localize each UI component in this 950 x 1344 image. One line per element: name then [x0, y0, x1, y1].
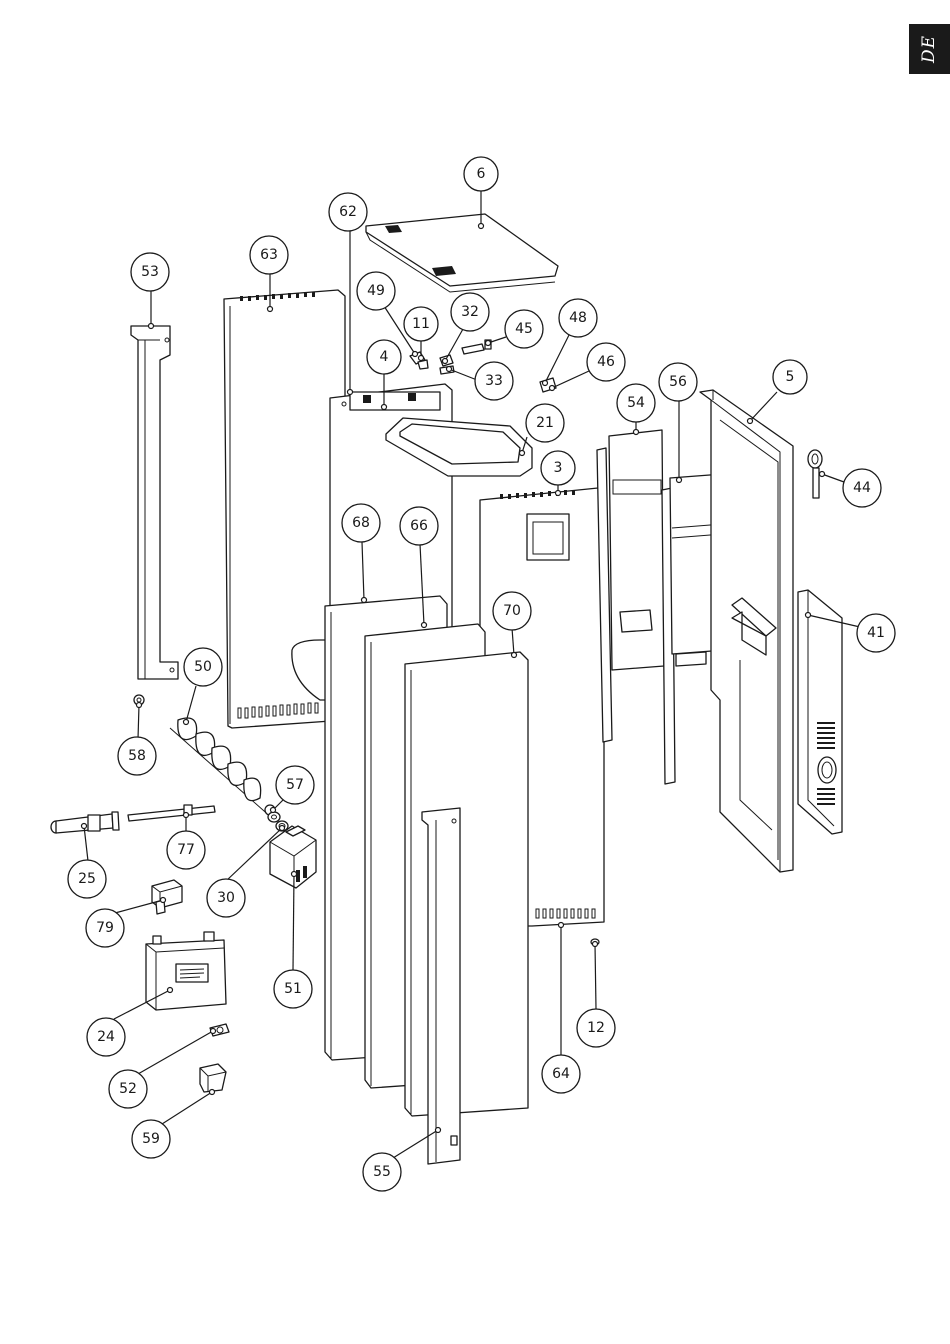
callout-label: 21 [536, 415, 554, 431]
callout-55: 55 [363, 1153, 401, 1191]
callout-label: 77 [177, 842, 195, 858]
callout-label: 79 [96, 920, 114, 936]
callout-label: 48 [569, 310, 587, 326]
part-switch-box [152, 880, 182, 914]
callout-58: 58 [118, 737, 156, 775]
callout-5: 5 [773, 360, 807, 394]
part-front-cladding-panel [405, 652, 528, 1116]
callout-70: 70 [493, 592, 531, 630]
part-side-rail [131, 326, 178, 679]
callout-66: 66 [400, 507, 438, 545]
callout-label: 55 [373, 1164, 391, 1180]
callout-label: 62 [339, 204, 357, 220]
part-body-frame [700, 390, 793, 872]
callout-label: 57 [286, 777, 304, 793]
callout-64: 64 [542, 1055, 580, 1093]
callout-12: 12 [577, 1009, 615, 1047]
part-control-unit [146, 932, 226, 1010]
callout-label: 52 [119, 1081, 137, 1097]
callout-label: 54 [627, 395, 645, 411]
callout-54: 54 [617, 384, 655, 422]
callout-49: 49 [357, 272, 395, 310]
part-auger-screw [170, 718, 275, 818]
callout-label: 68 [352, 515, 370, 531]
callout-53: 53 [131, 253, 169, 291]
callout-11: 11 [404, 307, 438, 341]
callout-label: 51 [284, 981, 302, 997]
callout-4: 4 [367, 340, 401, 374]
callout-label: 63 [260, 247, 278, 263]
callout-30: 30 [207, 879, 245, 917]
callout-24: 24 [87, 1018, 125, 1056]
callout-label: 32 [461, 304, 479, 320]
part-rod [128, 805, 215, 821]
callout-50: 50 [184, 648, 222, 686]
callout-label: 46 [597, 354, 615, 370]
callout-label: 30 [217, 890, 235, 906]
callout-label: 56 [669, 374, 687, 390]
callout-32: 32 [451, 293, 489, 331]
callout-label: 5 [786, 369, 795, 385]
callout-68: 68 [342, 504, 380, 542]
callout-63: 63 [250, 236, 288, 274]
callout-label: 12 [587, 1020, 605, 1036]
callout-label: 33 [485, 373, 503, 389]
callout-44: 44 [843, 469, 881, 507]
callout-57: 57 [276, 766, 314, 804]
part-side-strip [597, 430, 675, 784]
callout-label: 6 [477, 166, 486, 182]
callout-label: 70 [503, 603, 521, 619]
part-rear-vent-plate [798, 590, 842, 834]
part-motor [270, 826, 316, 888]
callout-label: 11 [412, 316, 430, 332]
callout-label: 3 [554, 460, 563, 476]
callout-51: 51 [274, 970, 312, 1008]
callout-label: 64 [552, 1066, 570, 1082]
callout-label: 45 [515, 321, 533, 337]
callout-59: 59 [132, 1120, 170, 1158]
callout-62: 62 [329, 193, 367, 231]
part-washer [268, 812, 280, 822]
callout-label: 25 [78, 871, 96, 887]
callout-52: 52 [109, 1070, 147, 1108]
callout-77: 77 [167, 831, 205, 869]
callout-label: 53 [141, 264, 159, 280]
callout-48: 48 [559, 299, 597, 337]
callout-45: 45 [505, 310, 543, 348]
callout-79: 79 [86, 909, 124, 947]
callout-label: 66 [410, 518, 428, 534]
callout-25: 25 [68, 860, 106, 898]
callout-label: 59 [142, 1131, 160, 1147]
callout-56: 56 [659, 363, 697, 401]
callout-46: 46 [587, 343, 625, 381]
callout-3: 3 [541, 451, 575, 485]
callout-label: 49 [367, 283, 385, 299]
callout-label: 50 [194, 659, 212, 675]
callout-label: 44 [853, 480, 871, 496]
callout-label: 4 [380, 349, 389, 365]
callout-label: 41 [867, 625, 885, 641]
callout-41: 41 [857, 614, 895, 652]
callout-33: 33 [475, 362, 513, 400]
callout-6: 6 [464, 157, 498, 191]
callout-label: 58 [128, 748, 146, 764]
part-top-cover [366, 214, 558, 292]
part-relay [200, 1064, 226, 1092]
part-front-trim [422, 808, 460, 1164]
callout-label: 24 [97, 1029, 115, 1045]
callout-21: 21 [526, 404, 564, 442]
